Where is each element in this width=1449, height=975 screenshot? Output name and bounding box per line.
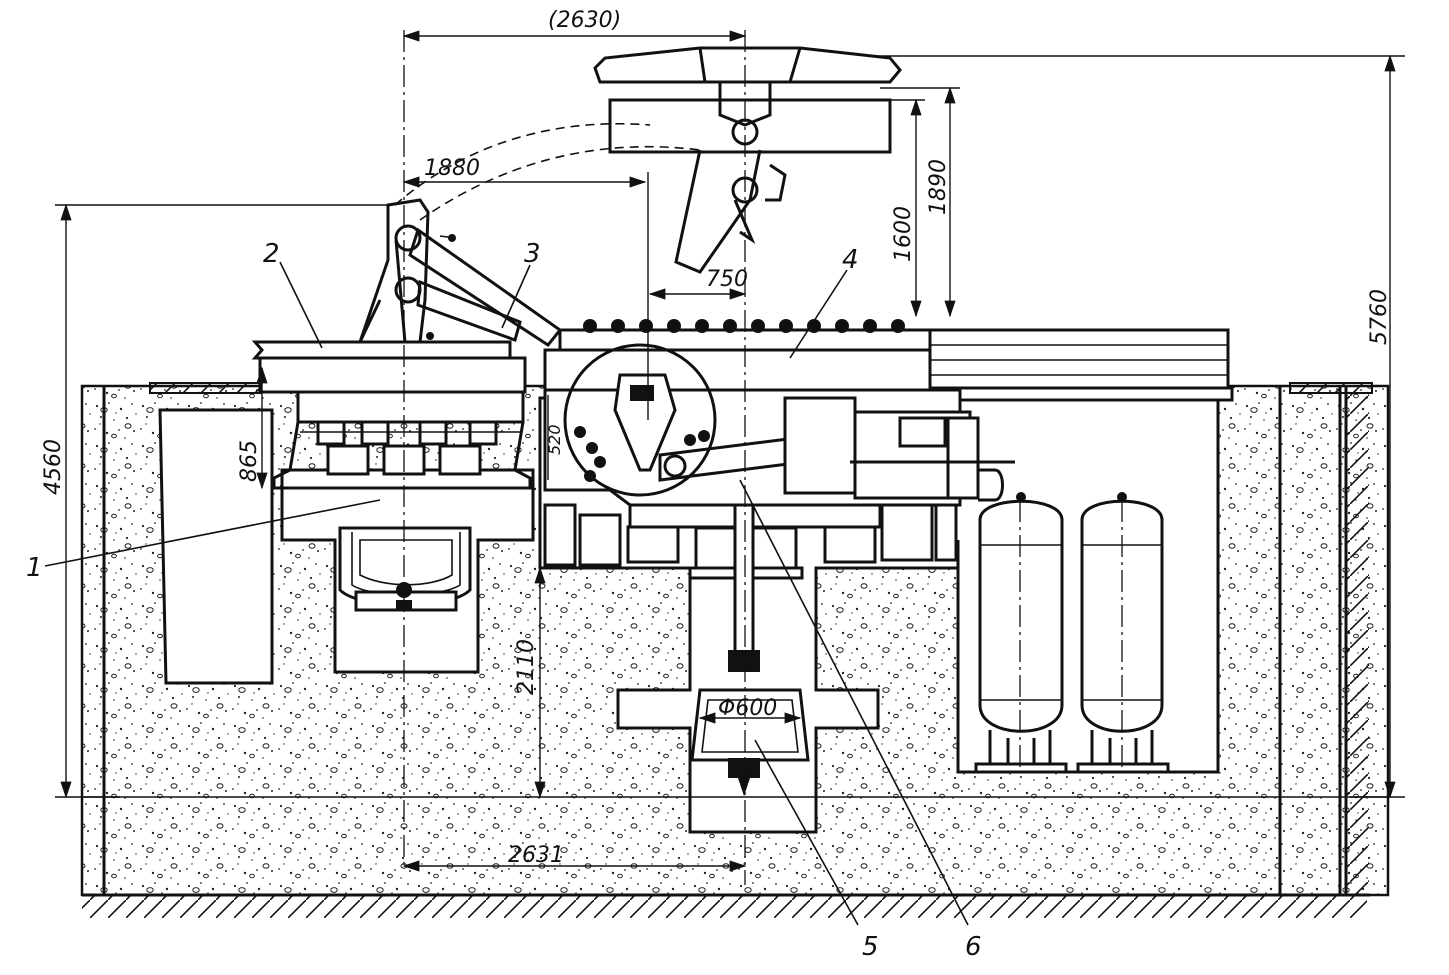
- dimension-lines: [55, 30, 1405, 872]
- dimension-labels: (2630) 1880 750 1890 1600 5760 4560 865 …: [41, 8, 1392, 868]
- callout-2: 2: [263, 239, 280, 269]
- dim-offset-750: 750: [706, 267, 748, 292]
- mould-turntable: [251, 340, 532, 612]
- callout-leaders: [44, 261, 969, 926]
- callout-5: 5: [862, 932, 879, 962]
- dim-platen-865: 865: [237, 440, 262, 482]
- callout-1: 1: [26, 553, 43, 583]
- dim-height-left: 4560: [41, 439, 66, 495]
- callout-6: 6: [965, 932, 982, 962]
- dim-base-span: 2631: [508, 843, 564, 868]
- machine-body: [543, 319, 1234, 567]
- dim-gap-520: 520: [545, 424, 564, 455]
- callout-numbers: 1 2 3 4 5 6: [26, 239, 982, 962]
- dim-arm-reach: 1880: [424, 156, 480, 181]
- dim-pit-depth: 2110: [514, 639, 539, 695]
- dim-lift-1600: 1600: [891, 206, 916, 262]
- dim-lift-1890: 1890: [926, 159, 951, 215]
- callout-3: 3: [524, 239, 541, 269]
- hydraulic-cylinder: [688, 503, 810, 796]
- center-lines: [403, 30, 1123, 885]
- conveyor-rollers: [583, 319, 905, 333]
- gear-segment: [574, 426, 710, 482]
- dim-overall-height: 5760: [1367, 289, 1392, 345]
- dim-top-span: (2630): [548, 8, 621, 33]
- dim-cylinder-dia: Φ600: [718, 696, 777, 721]
- pouring-arm: [357, 198, 563, 348]
- callout-4: 4: [842, 245, 859, 275]
